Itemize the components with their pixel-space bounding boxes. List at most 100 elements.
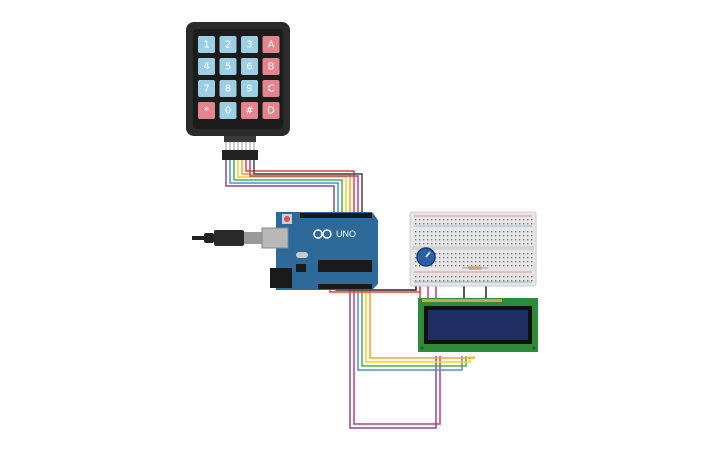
keypad-key[interactable]: 8 bbox=[219, 80, 237, 97]
keypad-key[interactable]: D bbox=[262, 102, 280, 119]
breadboard-hole bbox=[503, 280, 505, 282]
breadboard-hole bbox=[451, 261, 453, 263]
breadboard-hole bbox=[519, 219, 521, 221]
keypad-key[interactable]: 6 bbox=[241, 58, 258, 75]
breadboard-hole bbox=[487, 219, 489, 221]
breadboard-hole bbox=[467, 231, 469, 233]
breadboard-hole bbox=[503, 239, 505, 241]
breadboard-hole bbox=[479, 219, 481, 221]
breadboard-hole bbox=[439, 253, 441, 255]
breadboard-hole bbox=[455, 223, 457, 225]
keypad-key[interactable]: B bbox=[262, 58, 280, 75]
breadboard-hole bbox=[455, 235, 457, 237]
breadboard-hole bbox=[435, 265, 437, 267]
breadboard-hole bbox=[479, 280, 481, 282]
breadboard-hole bbox=[515, 239, 517, 241]
breadboard-hole bbox=[507, 243, 509, 245]
lcd-header-pins bbox=[422, 299, 502, 302]
breadboard-hole bbox=[527, 253, 529, 255]
breadboard-hole bbox=[491, 219, 493, 221]
breadboard-hole bbox=[527, 223, 529, 225]
breadboard-hole bbox=[435, 261, 437, 263]
breadboard-hole bbox=[511, 253, 513, 255]
keypad-key[interactable]: 5 bbox=[219, 58, 237, 75]
breadboard-hole bbox=[447, 243, 449, 245]
wire-keypad-3 bbox=[233, 160, 343, 214]
breadboard-hole bbox=[523, 253, 525, 255]
keypad-key-label: 3 bbox=[246, 40, 252, 51]
breadboard-hole bbox=[487, 223, 489, 225]
breadboard-hole bbox=[423, 219, 425, 221]
breadboard-hole bbox=[467, 261, 469, 263]
keypad-key-label: 5 bbox=[225, 62, 231, 73]
breadboard-hole bbox=[463, 235, 465, 237]
breadboard-hole bbox=[475, 265, 477, 267]
breadboard-hole bbox=[463, 265, 465, 267]
breadboard-hole bbox=[503, 223, 505, 225]
breadboard-hole bbox=[491, 257, 493, 259]
breadboard-hole bbox=[487, 243, 489, 245]
lcd-mount-hole bbox=[420, 346, 424, 350]
keypad-key-face bbox=[198, 80, 215, 97]
breadboard-hole bbox=[459, 231, 461, 233]
breadboard-hole bbox=[439, 239, 441, 241]
breadboard-hole bbox=[487, 280, 489, 282]
keypad-key[interactable]: C bbox=[262, 80, 280, 97]
keypad-key-label: # bbox=[245, 106, 253, 117]
breadboard-hole bbox=[523, 223, 525, 225]
breadboard-hole bbox=[487, 253, 489, 255]
breadboard-hole bbox=[507, 257, 509, 259]
keypad-key[interactable]: 0 bbox=[219, 102, 237, 119]
breadboard-hole bbox=[515, 257, 517, 259]
breadboard-hole bbox=[495, 280, 497, 282]
arduino-dc-jack bbox=[270, 268, 292, 288]
breadboard-hole bbox=[431, 265, 433, 267]
breadboard-hole bbox=[475, 253, 477, 255]
keypad-key-face bbox=[241, 102, 258, 119]
wire-keypad-2 bbox=[229, 160, 339, 214]
breadboard-hole bbox=[479, 261, 481, 263]
wire-keypad-8 bbox=[253, 160, 363, 214]
breadboard-hole bbox=[427, 243, 429, 245]
breadboard-hole bbox=[451, 280, 453, 282]
keypad-key[interactable]: 1 bbox=[198, 36, 215, 53]
breadboard-hole bbox=[475, 223, 477, 225]
breadboard-hole bbox=[435, 276, 437, 278]
breadboard-hole bbox=[511, 261, 513, 263]
breadboard-hole bbox=[487, 231, 489, 233]
wire-keypad-6 bbox=[245, 160, 355, 214]
breadboard-hole bbox=[415, 261, 417, 263]
breadboard-hole bbox=[423, 235, 425, 237]
keypad-key[interactable]: # bbox=[241, 102, 258, 119]
breadboard-hole bbox=[431, 239, 433, 241]
breadboard-hole bbox=[447, 219, 449, 221]
breadboard-hole bbox=[415, 223, 417, 225]
keypad-key[interactable]: A bbox=[262, 36, 280, 53]
breadboard-hole bbox=[463, 243, 465, 245]
breadboard-hole bbox=[479, 239, 481, 241]
keypad-key[interactable]: 4 bbox=[198, 58, 215, 75]
keypad-key[interactable]: 2 bbox=[219, 36, 237, 53]
breadboard-hole bbox=[507, 265, 509, 267]
breadboard-hole bbox=[527, 231, 529, 233]
keypad-key[interactable]: 9 bbox=[241, 80, 258, 97]
breadboard-hole bbox=[475, 261, 477, 263]
keypad-key-label: 6 bbox=[246, 62, 252, 73]
wire-lcd-6 bbox=[369, 286, 475, 359]
keypad-key[interactable]: 7 bbox=[198, 80, 215, 97]
breadboard-hole bbox=[523, 265, 525, 267]
keypad-key[interactable]: * bbox=[198, 102, 215, 119]
wire-lcd-3 bbox=[357, 286, 463, 371]
keypad-key[interactable]: 3 bbox=[241, 36, 258, 53]
breadboard-hole bbox=[523, 243, 525, 245]
keypad-key-face bbox=[198, 58, 215, 75]
breadboard-hole bbox=[451, 219, 453, 221]
wire-keypad-4 bbox=[237, 160, 347, 214]
breadboard-hole bbox=[467, 280, 469, 282]
breadboard-hole bbox=[491, 223, 493, 225]
breadboard-hole bbox=[495, 265, 497, 267]
breadboard-hole bbox=[455, 276, 457, 278]
breadboard-hole bbox=[447, 253, 449, 255]
breadboard-hole bbox=[447, 231, 449, 233]
breadboard-hole bbox=[439, 231, 441, 233]
